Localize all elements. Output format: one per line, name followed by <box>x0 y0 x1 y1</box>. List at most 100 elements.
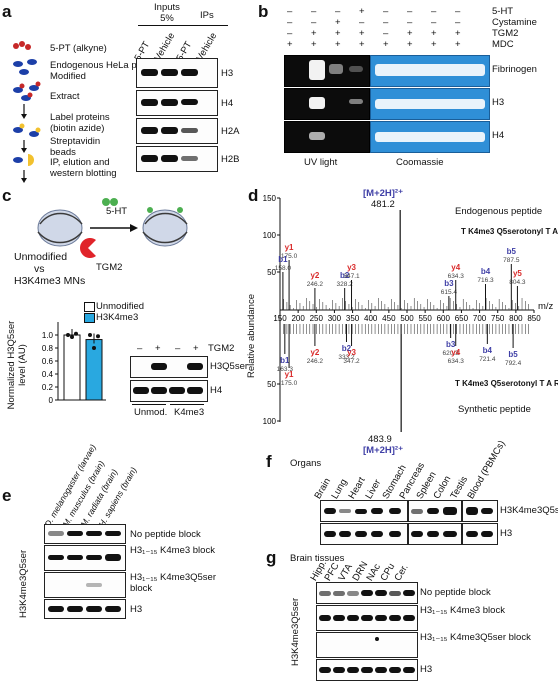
sign-r0-c2: – <box>335 6 341 17</box>
row-a-h2b: H2B <box>221 154 240 165</box>
c-sign-1: – <box>137 343 143 354</box>
ion-mz-bottom-b4: 721.4 <box>479 356 496 363</box>
data-point <box>66 333 70 337</box>
ion-mz-bottom-b1: 163.3 <box>277 366 294 373</box>
panel-label-a: a <box>2 2 12 21</box>
blot-e-k4me3 <box>44 545 126 571</box>
d-xtick-label: 700 <box>473 314 487 323</box>
c-tgm2-label: TGM2 <box>208 343 235 354</box>
ion-mz-top-y5: 804.3 <box>509 279 526 286</box>
coomassie-h4 <box>370 121 490 153</box>
sign-r1-c6: – <box>431 17 437 28</box>
sign-r0-c4: – <box>383 6 389 17</box>
scheme-unmodified: Unmodified <box>14 251 68 263</box>
ion-label-bottom-y2: y2 <box>310 348 319 357</box>
ion-label-top-y1: y1 <box>285 243 294 252</box>
d-ytick-label: 50 <box>267 380 276 389</box>
panel-label-g: g <box>266 548 277 567</box>
label-coomassie: Coomassie <box>396 157 444 168</box>
row-g-h3: H3 <box>420 664 433 675</box>
endogenous-label: Endogenous peptide <box>455 206 543 217</box>
legend-unmodified: Unmodified <box>96 301 145 312</box>
blot-f-h3-b <box>408 523 462 545</box>
g-ylabel: H3K4me3Q5ser <box>290 597 301 666</box>
step-modified: Modified <box>50 71 86 82</box>
row-c-h3q5ser: H3Q5ser <box>210 361 249 372</box>
step-5pt: 5-PT (alkyne) <box>50 43 107 54</box>
row-e-k4me3: H3₁₋₁₅ K4me3 block <box>130 545 215 556</box>
row-g-k4me3: H3₁₋₁₅ K4me3 block <box>420 605 505 616</box>
ion-label-bottom-y3: y3 <box>347 348 356 357</box>
sign-r1-c7: – <box>455 17 461 28</box>
y-tick-label: 0 <box>49 396 54 405</box>
sign-r2-c6: + <box>431 28 437 39</box>
ips-rule <box>188 25 228 26</box>
ion-label-top-y2: y2 <box>310 271 319 280</box>
d-xtick-label: 800 <box>509 314 523 323</box>
row-g-nopep: No peptide block <box>420 587 491 598</box>
ion-label-top-y3: y3 <box>347 263 356 272</box>
blot-a-h4 <box>136 90 218 116</box>
ion-label-top-b3: b3 <box>444 279 454 288</box>
d-ytick-label: 100 <box>263 417 277 426</box>
row-f-h3: H3 <box>500 528 513 539</box>
ion-mz-bottom-y1: 175.0 <box>281 380 298 387</box>
ion-label-bottom-b3: b3 <box>446 340 456 349</box>
blot-f-h3-c <box>462 523 498 545</box>
legend-swatch-unmodified <box>84 302 95 312</box>
sign-r3-c4: + <box>383 39 389 50</box>
inputs-rule <box>138 25 188 26</box>
ion-label-top-b5: b5 <box>507 247 517 256</box>
row-e-k4me3q5ser: H3₁₋₁₅ K4me3Q5ser block <box>130 572 217 594</box>
row-b-h4: H4 <box>492 130 505 141</box>
ion-label-bottom-b5: b5 <box>508 350 518 359</box>
panel-label-f: f <box>266 452 272 471</box>
header-ips: IPs <box>200 10 214 21</box>
ion-mz-top-y2: 246.2 <box>307 281 324 288</box>
y-tick-label: 0.4 <box>42 370 54 379</box>
nucleosome-scheme <box>37 198 188 247</box>
g-title: Brain tissues <box>290 553 345 564</box>
sign-r2-c3: + <box>359 28 365 39</box>
ion-mz-top-y4: 634.3 <box>448 273 465 280</box>
sign-r3-c6: + <box>431 39 437 50</box>
sign-r0-c7: – <box>455 6 461 17</box>
d-xtick-label: 650 <box>455 314 469 323</box>
workflow-diagram <box>13 41 41 183</box>
sign-r3-c5: + <box>407 39 413 50</box>
sign-r2-c7: + <box>455 28 461 39</box>
cond-5ht: 5-HT <box>492 6 514 17</box>
label-uv-light: UV light <box>304 157 338 168</box>
blot-g-k4me3q5ser <box>316 632 418 658</box>
chart-ylabel: Normalized H3Q5ser level (AU) <box>6 320 28 410</box>
d-xtick-label: 250 <box>310 314 324 323</box>
group-unmod: Unmod. <box>134 407 168 418</box>
sign-r3-c0: + <box>287 39 293 50</box>
d-ytick-label: 100 <box>263 231 277 240</box>
sign-r3-c3: + <box>359 39 365 50</box>
sign-r1-c1: – <box>311 17 317 28</box>
ion-label-top-b1: b1 <box>278 255 288 264</box>
ion-mz-bottom-y4: 634.3 <box>448 358 465 365</box>
blot-c-h3q5ser <box>130 356 208 378</box>
row-a-h4: H4 <box>221 98 234 109</box>
ion-label-top-y5: y5 <box>513 269 522 278</box>
blot-g-k4me3 <box>316 605 418 631</box>
ion-mz-top-y3: 347.1 <box>343 273 360 280</box>
ion-label-bottom-b2: b2 <box>342 344 352 353</box>
endogenous-peptide: T K4me3 Q5serotonyl T A R <box>461 227 558 236</box>
y-tick-label: 0.2 <box>42 383 54 392</box>
blot-f-h3-a <box>320 523 408 545</box>
blot-g-h3 <box>316 659 418 681</box>
step-beads: Streptavidin beads <box>50 136 101 158</box>
step-endogenous: Endogenous HeLa proteins <box>50 60 166 71</box>
blot-e-k4me3q5ser <box>44 572 126 598</box>
ion-mz-bottom-y2: 246.2 <box>307 358 324 365</box>
d-xtick-label: 400 <box>364 314 378 323</box>
data-point <box>74 331 78 336</box>
row-e-nopep: No peptide block <box>130 529 201 540</box>
f-title: Organs <box>290 458 322 469</box>
sign-r1-c4: – <box>383 17 389 28</box>
cond-mdc: MDC <box>492 39 514 50</box>
sign-r2-c0: – <box>287 28 293 39</box>
